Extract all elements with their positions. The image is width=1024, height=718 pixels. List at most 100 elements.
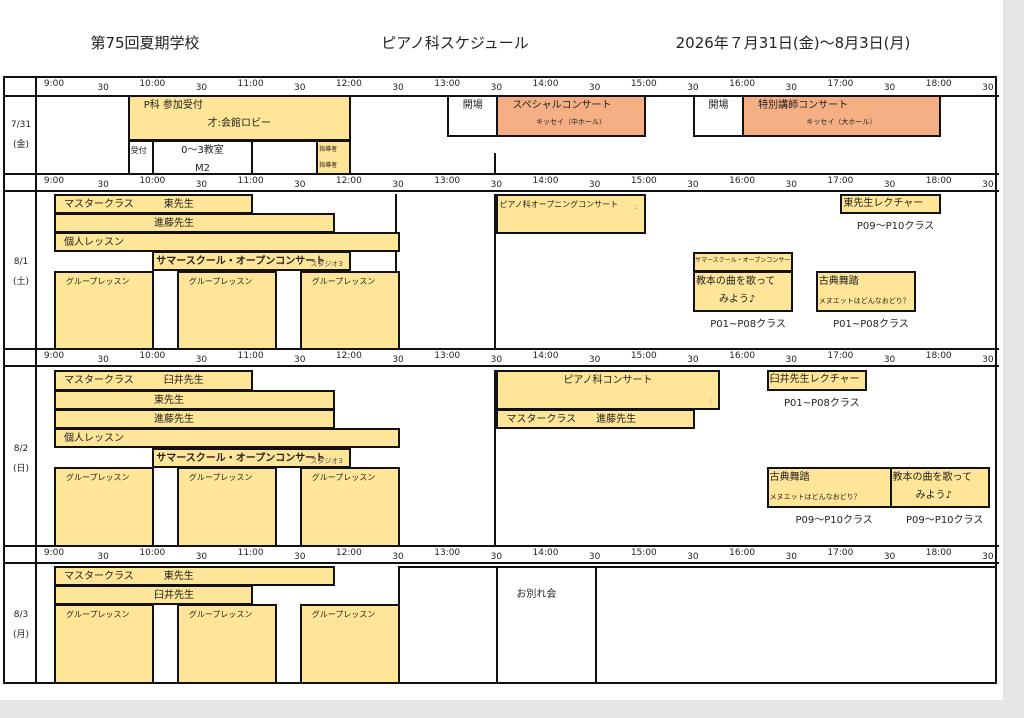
event-text: スペシャルコンサート [512,100,612,111]
time-tick-label: 30 [392,355,404,365]
schedule-event[interactable]: 臼井先生 [54,585,253,605]
schedule-event[interactable]: グループレッスン [299,467,401,547]
schedule-event[interactable]: 指導者指導者 [316,140,351,175]
event-text: グループレッスン [188,610,253,619]
schedule-event[interactable]: ピアノ科オープニングコンサート: [496,194,646,234]
event-text: 臼井先生レクチャー [769,374,860,385]
time-tick-label: 30 [97,355,109,365]
event-text: 古典舞踏 [769,472,810,483]
schedule-event[interactable]: 東先生 [54,390,335,410]
event-text: グループレッスン [188,473,253,482]
event-text: グループレッスン [188,277,253,286]
event-text: 古典舞踏 [818,276,859,287]
event-text: M2 [194,163,210,174]
schedule-event[interactable] [250,140,319,175]
schedule-event[interactable]: マスタークラス 東先生 [54,566,335,586]
time-tick-label: 30 [982,552,994,562]
schedule-event[interactable]: 東先生レクチャー [840,194,941,214]
schedule-event[interactable]: P科 参加受付才:会館ロビー [127,95,351,141]
time-tick-label: 16:00 [729,548,756,558]
event-text: 東先生 [154,395,184,406]
time-tick-label: 18:00 [925,548,952,558]
event-location-tag: : [709,397,712,405]
schedule-event[interactable]: 教本の曲を歌ってみよう♪ [692,271,794,312]
schedule-event[interactable]: 進藤先生 [54,213,335,233]
schedule-event[interactable]: 開場 [447,95,499,137]
schedule-event[interactable] [398,566,499,684]
event-text: 東先生レクチャー [843,198,924,209]
event-text: マスタークラス 臼井先生 [64,375,204,386]
time-tick-label: 11:00 [237,79,264,89]
schedule-event[interactable]: グループレッスン [54,604,155,684]
schedule-event[interactable]: 古典舞踏メヌエットはどんなおどり？ [815,271,917,312]
event-text: キッセイ（大ホール） [806,118,877,126]
time-tick-label: 9:00 [43,176,65,186]
schedule-event[interactable]: 古典舞踏メヌエットはどんなおどり？ [766,467,892,508]
event-class-caption: P01~P08クラス [783,398,860,409]
time-tick-label: 13:00 [434,176,461,186]
time-tick-label: 30 [785,83,797,93]
event-text: 臼井先生 [154,590,194,601]
schedule-event[interactable]: グループレッスン [176,271,278,350]
schedule-event[interactable]: 特別講師コンサートキッセイ（大ホール） [742,95,941,137]
day-weekday: (日) [12,463,30,474]
schedule-event[interactable]: マスタークラス 臼井先生 [54,370,253,391]
time-tick-label: 30 [294,552,306,562]
time-tick-label: 30 [490,355,503,365]
event-text: 指導者 [319,146,338,153]
schedule-event[interactable] [594,566,997,684]
schedule-event[interactable]: 開場 [692,95,745,137]
time-tick-label: 30 [490,83,503,93]
time-tick-label: 30 [294,355,306,365]
schedule-event[interactable]: グループレッスン [176,467,278,547]
schedule-event[interactable]: サマースクール・オープンコンサートスタジオ3 [152,448,351,468]
schedule-event[interactable]: 個人レッスン [54,232,401,252]
time-tick-label: 18:00 [925,176,952,186]
schedule-event[interactable]: グループレッスン [299,604,401,684]
time-tick-label: 15:00 [630,548,657,558]
time-tick-label: 30 [588,180,601,190]
time-tick-label: 17:00 [827,79,854,89]
time-tick-label: 30 [588,355,601,365]
time-tick-label: 11:00 [237,351,264,361]
schedule-event[interactable]: 進藤先生 [54,409,335,429]
time-tick-label: 30 [490,180,503,190]
time-tick-label: 16:00 [729,351,756,361]
schedule-event[interactable]: グループレッスン [299,271,401,350]
schedule-event[interactable]: お別れ会 [496,566,597,684]
event-text: マスタークラス 東先生 [64,571,194,582]
time-tick-label: 30 [588,83,601,93]
schedule-event[interactable]: グループレッスン [54,467,155,547]
event-text: 受付 [130,146,147,155]
schedule-event[interactable]: サマースクール・オープンコンサート [692,252,794,272]
schedule-event[interactable]: サマースクール・オープンコンサートスタジオ3 [152,251,351,271]
event-text: ピアノ科オープニングコンサート [499,200,619,209]
event-text: メヌエットはどんなおどり？ [769,493,861,501]
time-tick-label: 17:00 [827,351,854,361]
schedule-event[interactable]: マスタークラス 進藤先生 [496,409,695,429]
schedule-event[interactable]: ピアノ科コンサート: [496,370,720,410]
time-tick-label: 14:00 [532,176,559,186]
schedule-event[interactable]: グループレッスン [54,271,155,350]
time-tick-label: 17:00 [827,548,854,558]
event-text: サマースクール・オープンコンサート [156,256,326,267]
event-text: サマースクール・オープンコンサート [156,453,326,464]
date-column-divider [35,545,37,684]
event-location-tag: : [635,203,638,211]
event-text: 開場 [708,100,729,111]
schedule-event[interactable]: グループレッスン [176,604,278,684]
schedule-event[interactable]: スペシャルコンサートキッセイ（中ホール） [496,95,646,137]
schedule-event[interactable]: 受付 [127,140,155,175]
schedule-event[interactable]: 教本の曲を歌ってみよう♪ [889,467,990,508]
schedule-event[interactable]: マスタークラス 東先生 [54,194,253,214]
time-tick-label: 12:00 [335,79,362,89]
time-tick-label: 11:00 [237,548,264,558]
time-tick-label: 14:00 [532,548,559,558]
schedule-event[interactable]: 臼井先生レクチャー [766,370,867,391]
event-class-caption: P01~P08クラス [710,319,786,330]
time-tick-label: 30 [195,180,208,190]
schedule-event[interactable]: 個人レッスン [54,428,401,448]
grid-divider [494,153,496,175]
